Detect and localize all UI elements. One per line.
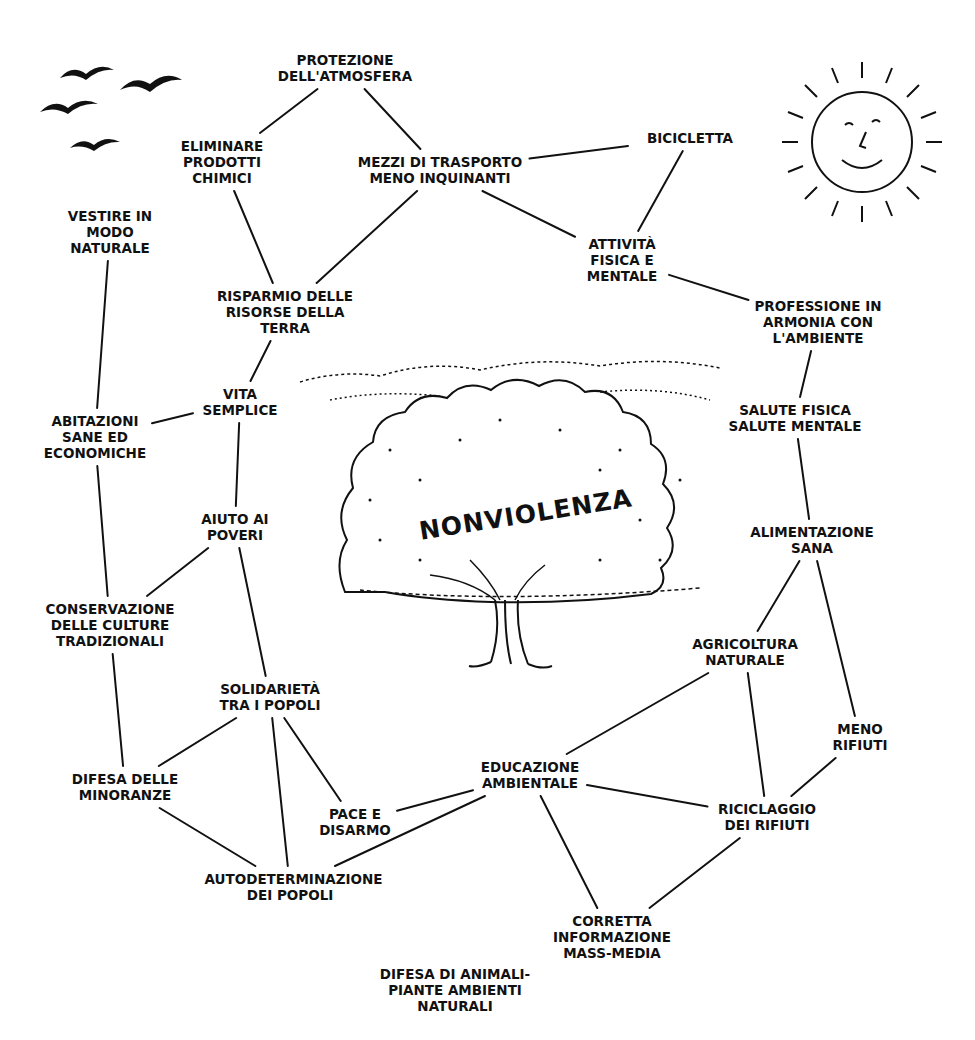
concept-text: PACE E DISARMO: [317, 806, 393, 838]
concept-text: AIUTO AI POVERI: [195, 511, 276, 543]
concept-node: VESTIRE IN MODO NATURALE: [46, 205, 174, 259]
concept-node: AIUTO AI POVERI: [193, 508, 278, 546]
concept-node: SOLIDARIETÀ TRA I POPOLI: [208, 678, 333, 716]
concept-text: VESTIRE IN MODO NATURALE: [48, 208, 172, 256]
concept-node: VITA SEMPLICE: [195, 383, 285, 421]
connector-line: [147, 548, 208, 596]
concept-node: AUTODETERMINAZIONE DEI POPOLI: [203, 868, 378, 906]
connector-line: [649, 838, 739, 908]
concept-node: SALUTE FISICA SALUTE MENTALE: [723, 399, 868, 437]
concept-node: ALIMENTAZIONE SANA: [745, 521, 880, 559]
connector-line: [113, 654, 123, 766]
connector-line: [251, 341, 271, 381]
connector-line: [791, 758, 835, 796]
connector-line: [97, 261, 108, 408]
concept-node: EDUCAZIONE AMBIENTALE: [475, 756, 585, 794]
connector-line: [541, 796, 598, 908]
concept-node: MEZZI DI TRASPORTO MENO INQUINANTI: [353, 151, 528, 189]
sun: [782, 62, 942, 222]
concept-text: ABITAZIONI SANE ED ECONOMICHE: [42, 413, 148, 461]
concept-node: ATTIVITÀ FISICA E MENTALE: [577, 233, 667, 287]
connector-line: [567, 673, 709, 754]
concept-node: DIFESA DI ANIMALI-PIANTE AMBIENTI NATURA…: [373, 963, 538, 1017]
connector-line: [159, 718, 236, 766]
connector-line: [638, 151, 683, 231]
connector-line: [365, 89, 421, 149]
concept-node: PACE E DISARMO: [315, 803, 395, 841]
connector-line: [758, 561, 800, 631]
connector-line: [272, 718, 288, 866]
concept-text: PROFESSIONE IN ARMONIA CON L'AMBIENTE: [753, 298, 884, 346]
concept-node: RISPARMIO DELLE RISORSE DELLA TERRA: [210, 285, 360, 339]
concept-node: MENO RIFIUTI: [823, 718, 898, 756]
connector-line: [587, 785, 708, 806]
concept-text: CORRETTA INFORMAZIONE MASS-MEDIA: [552, 913, 673, 961]
connector-line: [817, 561, 855, 716]
connector-line: [239, 548, 265, 676]
concept-node: PROTEZIONE DELL'ATMOSFERA: [275, 49, 415, 87]
connector-line: [482, 191, 575, 237]
concept-node: CONSERVAZIONE DELLE CULTURE TRADIZIONALI: [43, 598, 178, 652]
tree-illustration: [300, 361, 720, 667]
concept-text: ATTIVITÀ FISICA E MENTALE: [579, 236, 665, 284]
connector-line: [800, 351, 811, 397]
concept-text: SOLIDARIETÀ TRA I POPOLI: [210, 681, 331, 713]
concept-node: AGRICOLTURA NATURALE: [685, 633, 805, 671]
connector-line: [152, 413, 193, 423]
concept-node: DIFESA DELLE MINORANZE: [63, 768, 188, 806]
tree-stipple: [369, 419, 682, 562]
concept-text: EDUCAZIONE AMBIENTALE: [477, 759, 583, 791]
connector-line: [798, 439, 809, 519]
concept-text: AGRICOLTURA NATURALE: [687, 636, 803, 668]
concept-text: RICICLAGGIO DEI RIFIUTI: [712, 801, 823, 833]
concept-node: CORRETTA INFORMAZIONE MASS-MEDIA: [550, 910, 675, 964]
central-label: NONVIOLENZA: [417, 483, 634, 545]
connector-line: [236, 423, 239, 506]
connector-line: [97, 466, 107, 596]
connector-line: [530, 146, 629, 159]
birds: [40, 67, 182, 151]
concept-text: DIFESA DI ANIMALI-PIANTE AMBIENTI NATURA…: [375, 966, 536, 1014]
concept-text: VITA SEMPLICE: [197, 386, 283, 418]
connector-line: [234, 191, 273, 283]
connector-line: [160, 808, 256, 866]
concept-text: BICICLETTA: [632, 130, 748, 146]
concept-text: ALIMENTAZIONE SANA: [747, 524, 878, 556]
concept-text: DIFESA DELLE MINORANZE: [65, 771, 186, 803]
concept-node: PROFESSIONE IN ARMONIA CON L'AMBIENTE: [751, 295, 886, 349]
concept-node: ELIMINARE PRODOTTI CHIMICI: [175, 135, 270, 189]
connector-line: [669, 275, 749, 300]
concept-text: AUTODETERMINAZIONE DEI POPOLI: [205, 871, 376, 903]
concept-text: RISPARMIO DELLE RISORSE DELLA TERRA: [212, 288, 358, 336]
concept-node: ABITAZIONI SANE ED ECONOMICHE: [40, 410, 150, 464]
connector-line: [260, 89, 318, 133]
concept-text: MENO RIFIUTI: [825, 721, 896, 753]
concept-text: CONSERVAZIONE DELLE CULTURE TRADIZIONALI: [45, 601, 176, 649]
concept-text: MEZZI DI TRASPORTO MENO INQUINANTI: [355, 154, 526, 186]
concept-node: RICICLAGGIO DEI RIFIUTI: [710, 798, 825, 836]
concept-text: ELIMINARE PRODOTTI CHIMICI: [177, 138, 268, 186]
connector-line: [317, 191, 417, 283]
concept-text: SALUTE FISICA SALUTE MENTALE: [725, 402, 866, 434]
connector-line: [748, 673, 764, 796]
connector-line: [284, 718, 340, 801]
concept-node: BICICLETTA: [630, 127, 750, 149]
concept-text: PROTEZIONE DELL'ATMOSFERA: [277, 52, 413, 84]
